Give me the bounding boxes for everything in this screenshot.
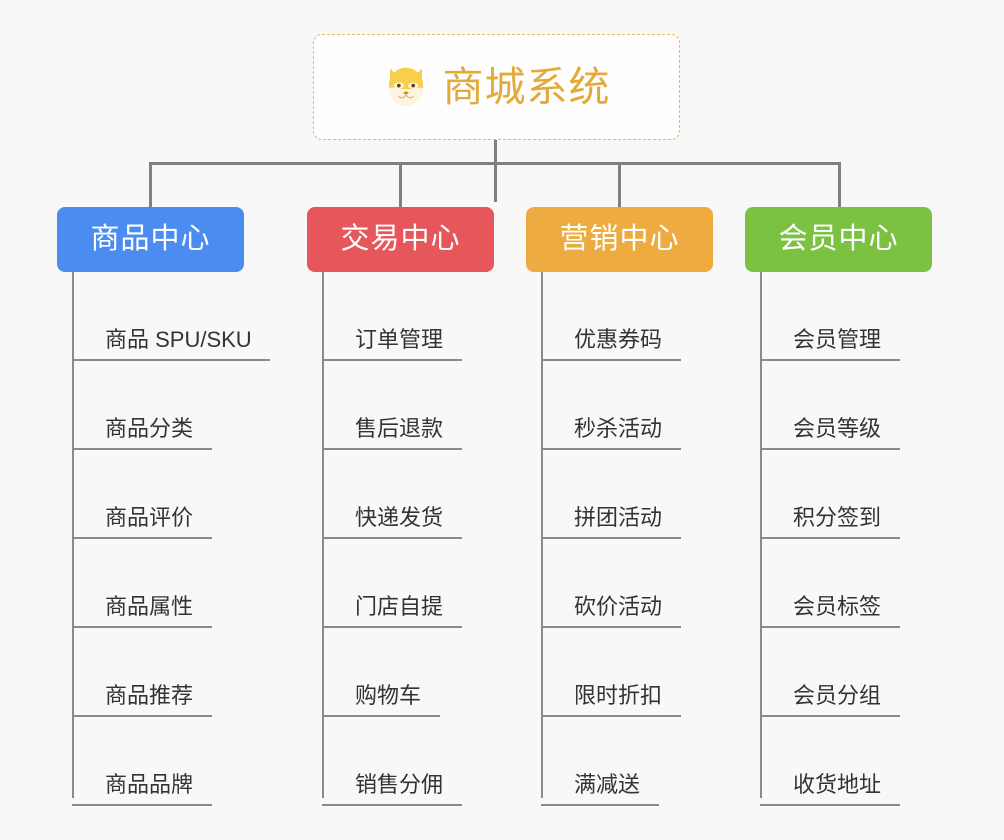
leaf-item-label: 购物车 (355, 682, 422, 708)
branch-spine (760, 272, 762, 798)
leaf-item[interactable]: 售后退款 (322, 361, 462, 450)
leaf-item-label: 商品品牌 (105, 771, 194, 797)
leaf-item[interactable]: 限时折扣 (541, 628, 681, 717)
branch-header-会员中心[interactable]: 会员中心 (745, 207, 932, 272)
leaf-item[interactable]: 砍价活动 (541, 539, 681, 628)
leaf-item-label: 秒杀活动 (574, 415, 663, 441)
leaf-item-label: 限时折扣 (574, 682, 663, 708)
leaf-item[interactable]: 秒杀活动 (541, 361, 681, 450)
leaf-item-label: 商品评价 (105, 504, 194, 530)
branch-spine (541, 272, 543, 798)
leaf-item[interactable]: 收货地址 (760, 717, 900, 806)
leaf-item-label: 商品 SPU/SKU (105, 326, 252, 352)
leaf-item-label: 拼团活动 (574, 504, 663, 530)
leaf-item-label: 商品推荐 (105, 682, 194, 708)
leaf-item-label: 售后退款 (355, 415, 444, 441)
connector-branch-vertical-3 (618, 162, 621, 207)
leaf-item-label: 收货地址 (793, 771, 882, 797)
leaf-item-label: 满减送 (574, 771, 641, 797)
leaf-item-label: 订单管理 (355, 326, 444, 352)
branch-header-label: 交易中心 (340, 223, 461, 255)
root-node[interactable]: 商城系统 (313, 34, 680, 140)
shiba-dog-face-icon (388, 67, 423, 106)
leaf-item-label: 商品分类 (105, 415, 194, 441)
leaf-item[interactable]: 购物车 (322, 628, 440, 717)
leaf-item-label: 优惠券码 (574, 326, 663, 352)
leaf-item[interactable]: 会员管理 (760, 272, 900, 361)
leaf-item[interactable]: 商品属性 (72, 539, 212, 628)
leaf-item[interactable]: 拼团活动 (541, 450, 681, 539)
connector-branch-vertical-2 (399, 162, 402, 207)
leaf-item-label: 门店自提 (355, 593, 444, 619)
leaf-item[interactable]: 优惠券码 (541, 272, 681, 361)
branch-header-label: 营销中心 (559, 223, 680, 255)
connector-root-vertical (494, 140, 497, 202)
leaf-item[interactable]: 快递发货 (322, 450, 462, 539)
leaf-item[interactable]: 商品 SPU/SKU (72, 272, 270, 361)
branch-header-商品中心[interactable]: 商品中心 (57, 207, 244, 272)
leaf-item[interactable]: 会员等级 (760, 361, 900, 450)
leaf-item-label: 砍价活动 (574, 593, 663, 619)
leaf-item-label: 会员标签 (793, 593, 882, 619)
leaf-item[interactable]: 商品推荐 (72, 628, 212, 717)
leaf-item-label: 商品属性 (105, 593, 194, 619)
branch-spine (72, 272, 74, 798)
branch-header-label: 会员中心 (778, 223, 899, 255)
leaf-item[interactable]: 商品品牌 (72, 717, 212, 806)
leaf-item-label: 会员管理 (793, 326, 882, 352)
branch-header-营销中心[interactable]: 营销中心 (526, 207, 713, 272)
leaf-item[interactable]: 商品评价 (72, 450, 212, 539)
leaf-item-label: 会员分组 (793, 682, 882, 708)
connector-branch-vertical-4 (838, 162, 841, 207)
leaf-item-label: 销售分佣 (355, 771, 444, 797)
leaf-item[interactable]: 门店自提 (322, 539, 462, 628)
leaf-item[interactable]: 会员标签 (760, 539, 900, 628)
leaf-item-label: 会员等级 (793, 415, 882, 441)
leaf-item[interactable]: 商品分类 (72, 361, 212, 450)
branch-spine (322, 272, 324, 798)
leaf-item[interactable]: 会员分组 (760, 628, 900, 717)
leaf-item[interactable]: 满减送 (541, 717, 659, 806)
leaf-item[interactable]: 销售分佣 (322, 717, 462, 806)
connector-branch-vertical-1 (149, 162, 152, 207)
branch-header-交易中心[interactable]: 交易中心 (307, 207, 494, 272)
leaf-item[interactable]: 积分签到 (760, 450, 900, 539)
branch-header-label: 商品中心 (90, 223, 211, 255)
leaf-item[interactable]: 订单管理 (322, 272, 462, 361)
root-title: 商城系统 (442, 63, 611, 110)
leaf-item-label: 快递发货 (355, 504, 444, 530)
leaf-item-label: 积分签到 (793, 504, 882, 530)
connector-horizontal-bus (149, 162, 841, 165)
